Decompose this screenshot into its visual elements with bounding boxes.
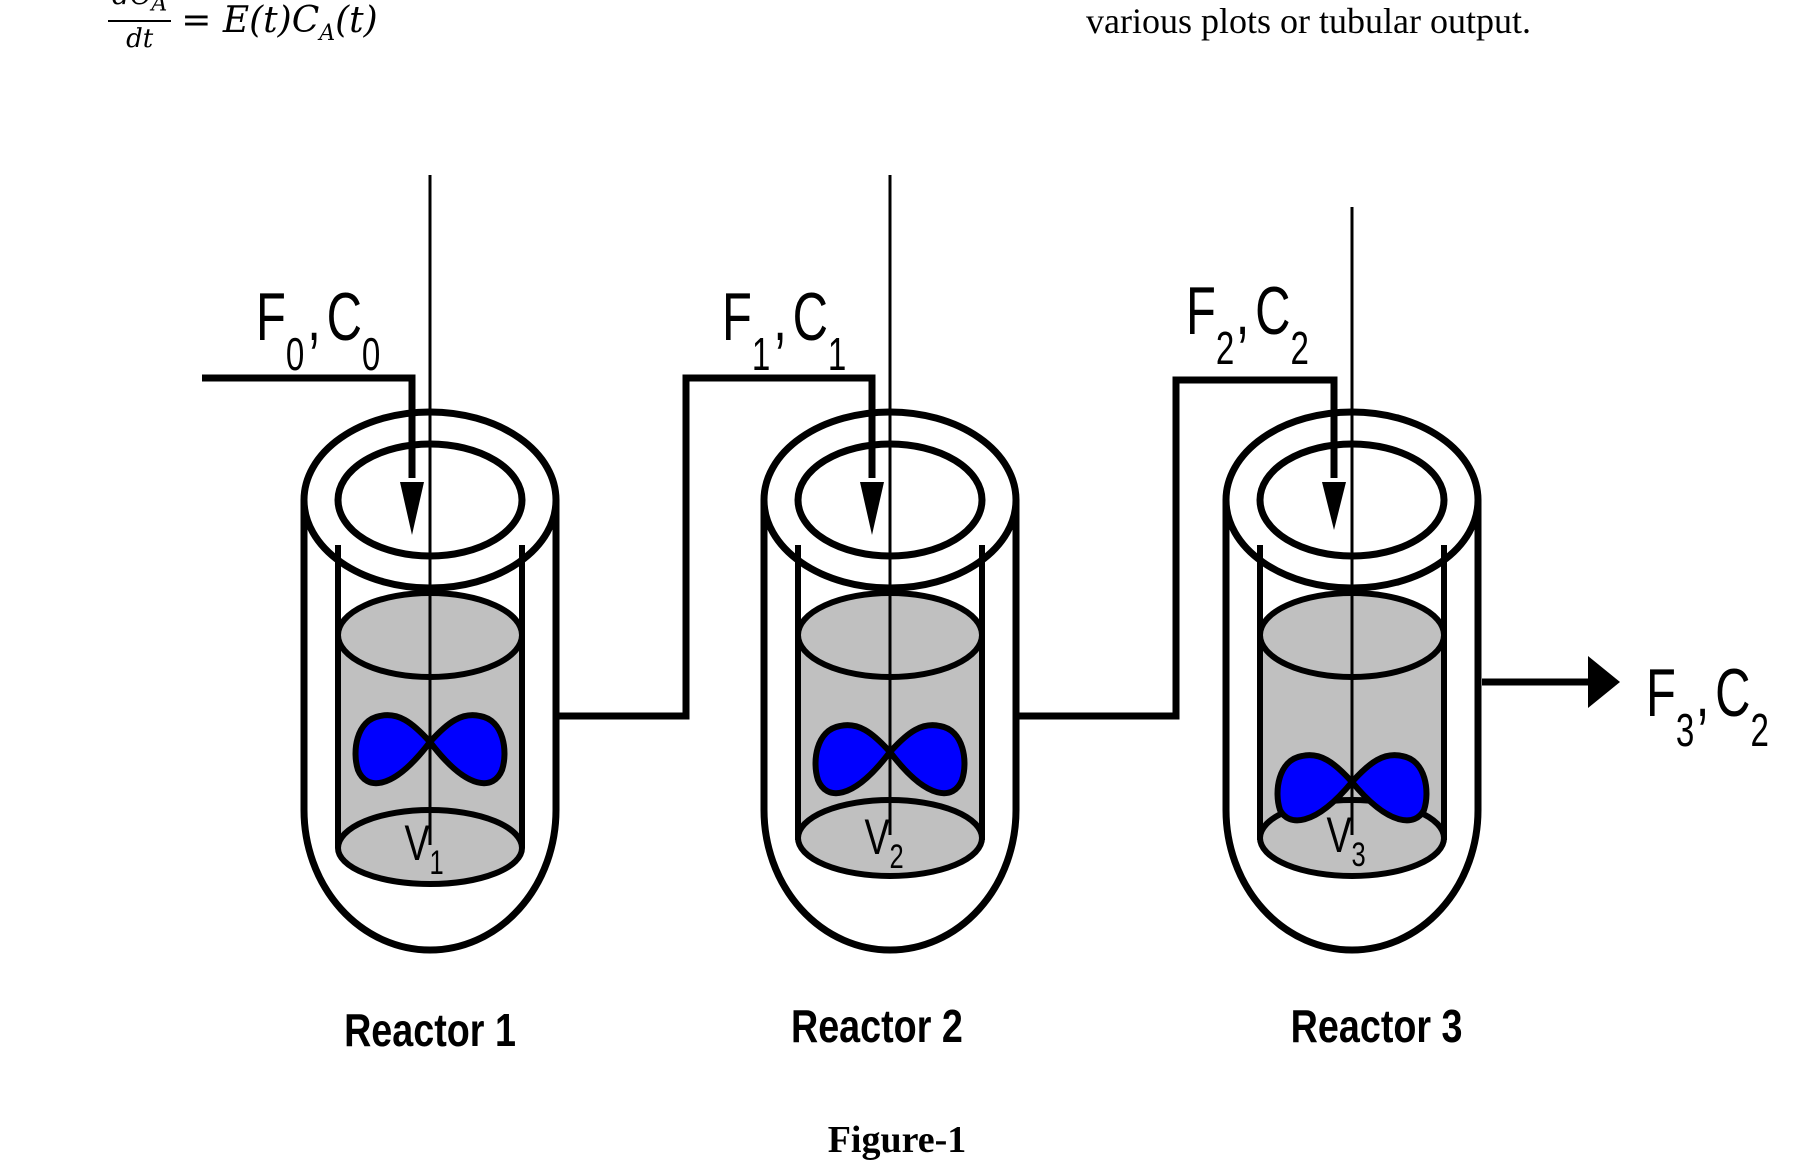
feed-arrow-0 bbox=[400, 482, 424, 535]
reactor-3-name: Reactor 3 bbox=[1291, 1000, 1463, 1051]
stream-label-2: F2,C2 bbox=[1186, 272, 1309, 374]
equation-fraction: dCA dt bbox=[108, 0, 172, 54]
reactor-1-volume-label: V1 bbox=[405, 816, 444, 882]
reactor-2-name: Reactor 2 bbox=[791, 1000, 963, 1051]
transfer-line-1-2 bbox=[556, 374, 876, 720]
svg-text:F1,C1: F1,C1 bbox=[722, 278, 846, 380]
feed-arrow-1 bbox=[860, 482, 884, 535]
equation-denominator: dt bbox=[126, 23, 154, 54]
reactor-2-impeller bbox=[812, 722, 968, 797]
reactor-2: V2 Reactor 2 bbox=[760, 175, 1020, 1052]
figure-caption: Figure-1 bbox=[827, 1119, 967, 1161]
transfer-line-2-3 bbox=[1016, 376, 1338, 720]
equation-numerator: dCA bbox=[108, 0, 172, 22]
reactor-1: V1 Reactor 1 bbox=[300, 175, 560, 1056]
outlet-arrow bbox=[1588, 656, 1620, 708]
svg-text:F0,C0: F0,C0 bbox=[256, 278, 380, 380]
stream-label-0: F0,C0 bbox=[256, 278, 380, 380]
equation: dCA dt = E(t)CA(t) bbox=[108, 0, 378, 54]
svg-text:F3,C2: F3,C2 bbox=[1646, 654, 1769, 756]
stream-label-3: F3,C2 bbox=[1646, 654, 1769, 756]
reactor-3-volume-label: V3 bbox=[1327, 808, 1366, 874]
feed-line-0 bbox=[202, 374, 416, 478]
reactor-3-impeller bbox=[1274, 752, 1430, 824]
reactor-2-volume-label: V2 bbox=[865, 810, 904, 876]
stream-label-1: F1,C1 bbox=[722, 278, 846, 380]
reactor-1-name: Reactor 1 bbox=[344, 1004, 516, 1055]
equation-rhs: = E(t)CA(t) bbox=[181, 0, 378, 46]
reactor-3: V3 Reactor 3 bbox=[1222, 207, 1482, 1052]
svg-text:F2,C2: F2,C2 bbox=[1186, 272, 1309, 374]
reactor-1-impeller bbox=[352, 712, 508, 787]
body-text-fragment: various plots or tubular output. bbox=[1086, 1, 1531, 41]
feed-arrow-2 bbox=[1322, 482, 1346, 530]
